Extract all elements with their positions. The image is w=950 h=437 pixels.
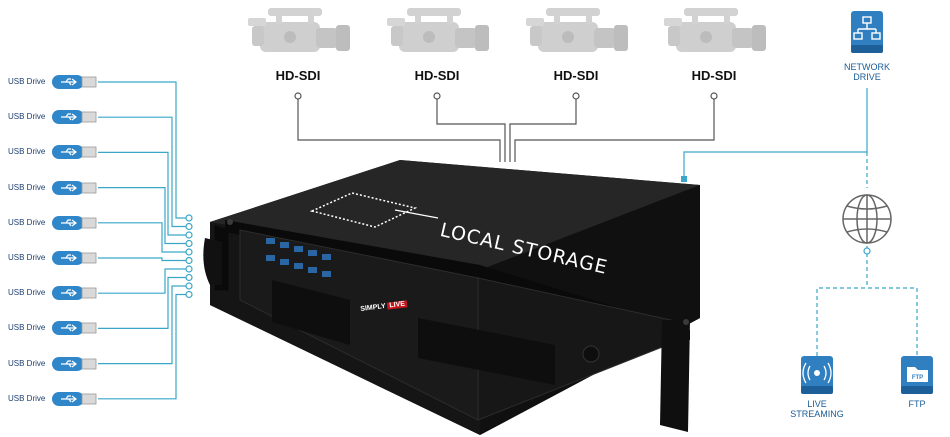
usb-port-node [185,239,193,248]
network-drive-icon [851,11,883,53]
camera-label: HD-SDI [414,68,460,83]
usb-drive-icon [52,251,98,265]
usb-connector-line [98,268,186,294]
usb-connector-line [98,81,186,219]
usb-drive-label: USB Drive [8,112,46,122]
usb-drive-label: USB Drive [8,217,46,227]
usb-port-node [185,222,193,231]
usb-drive-label: USB Drive [8,253,46,262]
ftp-icon-text: FTP [912,375,923,381]
usb-connector-line [98,187,186,245]
usb-connector-lines [98,81,193,400]
usb-drive-label: USB Drive [8,323,46,333]
usb-connector-line [98,293,186,400]
usb-drive-label: USB Drive [8,358,46,368]
usb-drive-label: USB Drive [8,182,46,192]
broadcast-icon [801,356,833,394]
ftp-folder-icon: FTP [901,356,933,394]
network-drive-line1: NETWORK [844,62,890,72]
usb-port-node [185,290,193,299]
usb-port-node [185,248,193,256]
network-connector-lines [681,88,918,356]
network-drive-label: NETWORK DRIVE [837,62,897,82]
ftp-label: FTP [908,399,926,409]
network-drive-line2: DRIVE [853,72,881,82]
video-camera-icon [246,4,356,60]
live-streaming-line1: LIVE [807,399,827,409]
usb-drive-icon [52,215,98,230]
usb-drive-icon [52,286,98,301]
usb-drive-icon [52,180,98,195]
usb-connector-line [98,276,186,329]
live-streaming-label: LIVE STREAMING [782,399,852,419]
camera-label: HD-SDI [691,68,737,83]
usb-drive-label: USB Drive [8,77,46,86]
usb-drive-icon [52,321,98,336]
usb-port-node [185,273,193,282]
usb-drive-icon [52,145,98,160]
video-camera-icon [524,4,634,60]
usb-port-node [185,231,193,239]
usb-drive-icon [52,356,98,371]
usb-drive-icon [52,110,98,125]
usb-drive-icon [52,391,98,406]
usb-connector-line [98,285,186,365]
usb-drive-label: USB Drive [8,393,46,403]
usb-connector-line [98,116,186,228]
live-streaming-line2: STREAMING [790,409,844,419]
usb-connector-line [98,222,186,253]
power-button [582,345,600,363]
usb-connector-line [98,257,186,262]
usb-port-node [185,265,193,273]
local-storage-marker [309,192,418,228]
camera-connector-lines [294,92,718,162]
usb-port-node [185,282,193,290]
usb-drive-label: USB Drive [8,288,46,298]
usb-drive-label: USB Drive [8,147,46,157]
camera-label: HD-SDI [553,68,599,83]
server-chassis [203,160,700,435]
usb-port-node [185,256,193,265]
usb-port-node [185,214,193,222]
camera-label: HD-SDI [275,68,321,83]
video-camera-icon [385,4,495,60]
video-camera-icon [662,4,772,60]
usb-connector-line [98,151,186,236]
globe-icon [842,194,892,244]
usb-drive-icon [52,75,98,89]
